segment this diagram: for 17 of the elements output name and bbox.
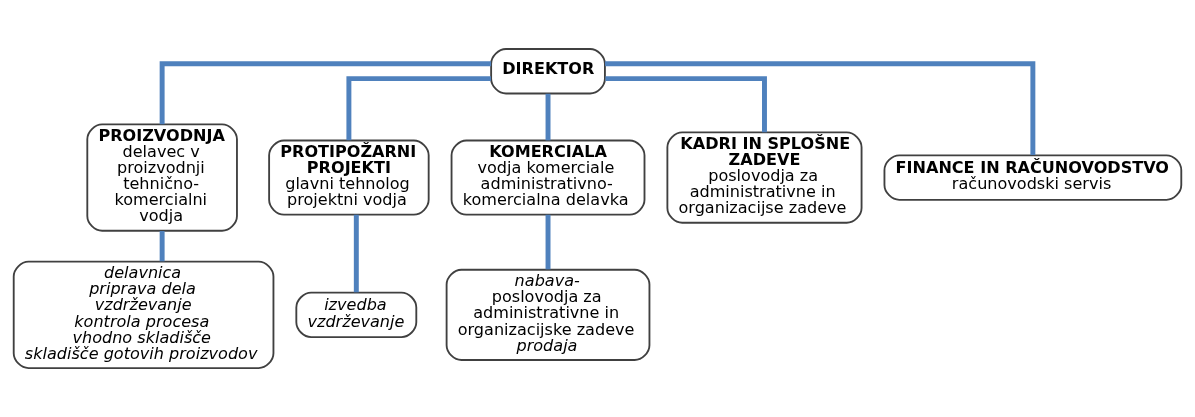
connector [545,93,551,141]
node-box: DIREKTOR [490,48,606,95]
connector [605,76,767,133]
connector [159,231,165,262]
connector [346,76,491,141]
connector [159,61,492,125]
node-box: PROTIPOŽARNI PROJEKTI glavni tehnolog projektni vodja [268,139,430,216]
node-box: KADRI IN SPLOŠNE ZADEVE poslovodja za administrativne in organizacijse zadeve [666,131,863,224]
node-box: delavnica priprava dela vzdrževanje kontrola procesa vhodno skladišče skladišče gotovih proizvodov [12,260,275,369]
node-box: nabava- poslovodja za administrativne in organizacijske zadeve prodaja [445,268,651,361]
connector [605,61,1036,156]
node-box: FINANCE IN RAČUNOVODSTVO računovodski servis [883,154,1183,201]
node-box: KOMERCIALA vodja komerciale administrativno-komercialna delavka [450,139,646,216]
node-box: PROIZVODNJA delavec v proizvodnji tehnično-komercialni vodja [86,123,238,232]
node-box: izvedba vzdrževanje [295,291,418,339]
connector [353,214,359,293]
connector [545,214,551,270]
